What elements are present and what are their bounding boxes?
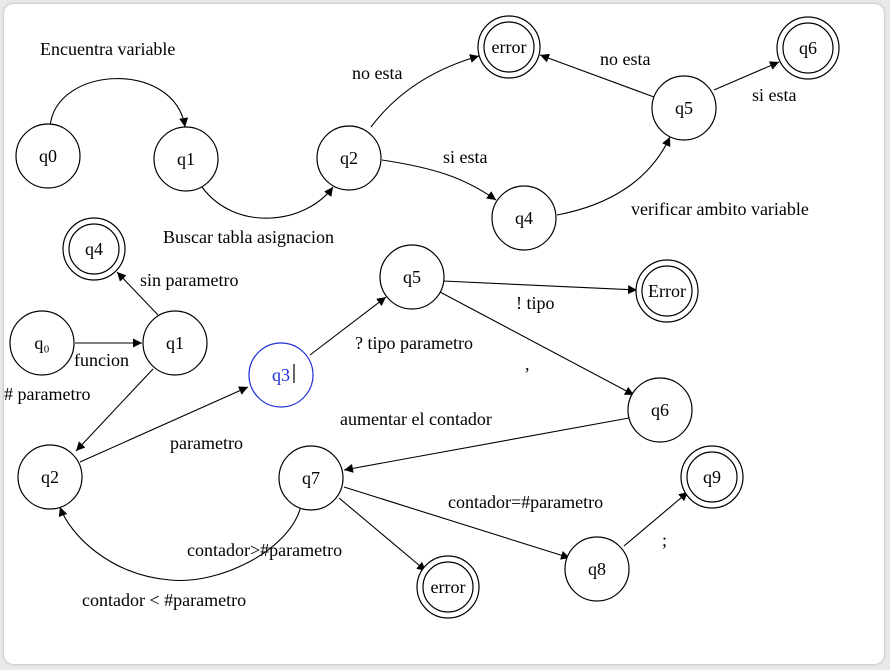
state-d2-q1[interactable]: q1 — [142, 310, 208, 376]
edge-d2-q7-error — [338, 497, 427, 572]
state-label: q2 — [41, 467, 59, 487]
state-label: q6 — [651, 400, 669, 420]
state-label: q8 — [588, 559, 606, 579]
state-d2-q4[interactable]: q4 — [62, 217, 126, 281]
state-label: error — [431, 577, 466, 597]
state-label: q9 — [703, 467, 721, 487]
state-label: Error — [648, 281, 686, 301]
state-d1-error[interactable]: error — [477, 15, 541, 79]
edge-label-aumentar-contador: aumentar el contador — [340, 409, 492, 429]
edge-d1-q2-q4 — [381, 159, 497, 201]
edge-d2-q1-q4 — [116, 271, 159, 316]
state-d1-q1[interactable]: q1 — [153, 126, 219, 192]
state-label: q1 — [177, 149, 195, 169]
edge-label-contador-mayor: contador>#parametro — [187, 540, 342, 560]
edge-label-buscar-tabla: Buscar tabla asignacion — [163, 227, 334, 247]
state-label: q2 — [340, 148, 358, 168]
state-d2-q0[interactable]: q₀ — [9, 310, 75, 376]
state-d2-q2[interactable]: q2 — [17, 444, 83, 510]
state-d1-q2[interactable]: q2 — [316, 125, 382, 191]
edge-label-contador-menor: contador < #parametro — [82, 590, 246, 610]
state-label: q1 — [166, 333, 184, 353]
edge-d2-q3-q5 — [309, 296, 387, 356]
state-label: q0 — [39, 146, 57, 166]
state-label: q₀ — [34, 333, 49, 353]
state-d2-q8[interactable]: q8 — [564, 536, 630, 602]
edge-label-sin-parametro: sin parametro — [140, 270, 238, 290]
state-label: q4 — [85, 239, 103, 259]
state-d2-q6[interactable]: q6 — [627, 377, 693, 443]
edge-d1-q4-q5 — [556, 136, 671, 216]
state-d2-q3-selected[interactable]: q3 — [248, 342, 314, 408]
edge-d2-q5-q6 — [439, 291, 635, 396]
edge-d2-q5-Error — [442, 280, 638, 295]
edge-label-contador-igual: contador=#parametro — [448, 492, 603, 512]
state-d2-q5[interactable]: q5 — [379, 244, 445, 310]
state-label: q7 — [302, 468, 320, 488]
edge-label-parametro: parametro — [170, 433, 243, 453]
state-label: q6 — [799, 38, 817, 58]
edge-label-tipo-parametro: ? tipo parametro — [355, 333, 473, 353]
edge-label-encuentra-variable: Encuentra variable — [40, 39, 175, 59]
edge-label-not-tipo: ! tipo — [516, 293, 555, 313]
state-d1-q5[interactable]: q5 — [651, 75, 717, 141]
state-d2-q9[interactable]: q9 — [680, 445, 744, 509]
edge-label-si-esta-1: si esta — [443, 147, 488, 167]
edge-d2-q8-q9 — [623, 491, 689, 547]
state-d1-q6[interactable]: q6 — [776, 16, 840, 80]
state-label: q3 — [272, 365, 290, 385]
state-d2-q7[interactable]: q7 — [278, 445, 344, 511]
edge-d1-q5-q6 — [713, 61, 780, 91]
edge-d2-q7-q8 — [343, 486, 571, 560]
edge-label-no-esta-2: no esta — [600, 49, 650, 69]
edge-label-funcion: funcion — [74, 350, 129, 370]
edge-d2-q2-q3 — [79, 386, 249, 463]
edge-d2-q1-q2 — [75, 368, 154, 452]
edge-d1-q0-q1 — [49, 78, 189, 128]
edge-label-comma: , — [525, 354, 530, 374]
state-d1-q0[interactable]: q0 — [15, 123, 81, 189]
edge-d1-q5-error — [539, 53, 655, 98]
edge-d2-q7-q2 — [58, 505, 302, 582]
state-d2-error[interactable]: error — [416, 555, 480, 619]
edge-label-no-esta-1: no esta — [352, 63, 402, 83]
state-d1-q4[interactable]: q4 — [491, 185, 557, 251]
edge-d2-q6-q7 — [343, 417, 630, 473]
edge-label-semicolon: ; — [662, 530, 667, 550]
state-label: q4 — [515, 208, 533, 228]
state-label: q5 — [675, 98, 693, 118]
diagram-variable-check: Encuentra variable Buscar tabla asignaci… — [15, 15, 840, 251]
state-d2-Error[interactable]: Error — [635, 259, 699, 323]
edge-label-verificar-ambito: verificar ambito variable — [631, 199, 809, 219]
edge-d1-q2-error — [370, 54, 480, 128]
diagram-function-params: funcion sin parametro # parametro parame… — [4, 217, 744, 619]
edge-label-num-parametro: # parametro — [4, 384, 90, 404]
state-label: error — [492, 37, 527, 57]
edge-d1-q1-q2 — [201, 186, 334, 219]
state-label: q5 — [403, 267, 421, 287]
edge-label-si-esta-2: si esta — [752, 85, 797, 105]
